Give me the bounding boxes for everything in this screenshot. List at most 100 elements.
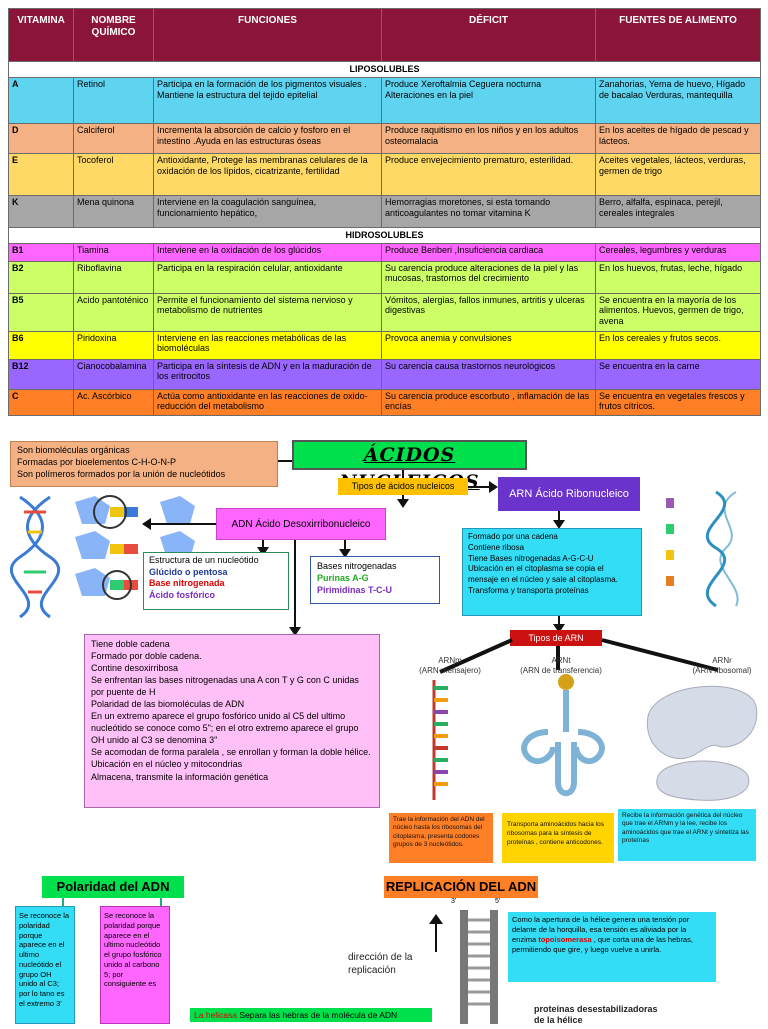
table-row: C Ac. Ascórbico Actúa como antioxidante …	[8, 388, 761, 416]
cell-deficit: Produce Beriberi ,Insuficiencia cardiaca	[381, 242, 596, 262]
arnr-image	[646, 685, 758, 801]
cell-function: Interviene en la oxidación de los glúcid…	[153, 242, 382, 262]
cell-name: Piridoxina	[73, 330, 154, 360]
nucleotide-title: Estructura de un nucleótido	[149, 555, 259, 565]
adn-desc-line: Polaridad de las biomoléculas de ADN	[91, 699, 245, 710]
cell-vitamin: D	[8, 122, 74, 154]
replication-direction: dirección de la replicación	[348, 952, 413, 976]
cell-sources: En los huevos, frutas, leche, hígado	[595, 260, 761, 294]
arn-desc-line: Contiene ribosa	[468, 542, 525, 552]
cell-name: Acido pantoténico	[73, 292, 154, 332]
cell-name: Cianocobalamina	[73, 358, 154, 390]
adn-desc-line: Almacena, transmite la información genét…	[91, 771, 269, 782]
cell-sources: Aceites vegetales, lácteos, verduras, ge…	[595, 152, 761, 196]
cell-sources: Berro, alfalfa, espinaca, perejil, cerea…	[595, 194, 761, 228]
bases-box: Bases nitrogenadas Purinas A-G Pirimidin…	[310, 556, 440, 604]
cell-function: Participa en la síntesis de ADN y en la …	[153, 358, 382, 390]
topo-text: Como la apertura de la hélice genera una…	[512, 915, 690, 945]
arn-desc-line: Ubicación en el citoplasma se copia el m…	[468, 564, 618, 585]
cell-deficit: Produce Xeroftalmia Ceguera nocturna Alt…	[381, 76, 596, 124]
replication-strands	[456, 904, 504, 1024]
table-row: E Tocoferol Antioxidante, Protege las me…	[8, 152, 761, 196]
vitamin-table: VITAMINA NOMBRE QUÍMICO FUNCIONES DÉFICI…	[8, 8, 761, 416]
cell-sources: En los cereales y frutos secos.	[595, 330, 761, 360]
cell-deficit: Su carencia produce escorbuto , inflamac…	[381, 388, 596, 416]
cell-deficit: Produce envejecimiento prematuro, esteri…	[381, 152, 596, 196]
helicase-word: La helicasa	[194, 1010, 238, 1020]
table-row: B6 Piridoxina Interviene en las reaccion…	[8, 330, 761, 360]
strand-5-label: 5'	[495, 898, 501, 905]
cell-name: Tiamina	[73, 242, 154, 262]
cell-deficit: Su carencia produce alteraciones de la p…	[381, 260, 596, 294]
cell-deficit: Su carencia causa trastornos neurológico…	[381, 358, 596, 390]
table-row: B1 Tiamina Interviene en la oxidación de…	[8, 242, 761, 262]
replication-direction-arrow	[426, 914, 446, 954]
section-liposolubles: LIPOSOLUBLES	[8, 61, 761, 78]
table-header-row: VITAMINA NOMBRE QUÍMICO FUNCIONES DÉFICI…	[8, 8, 761, 62]
cell-function: Interviene en las reacciones metabólicas…	[153, 330, 382, 360]
arnt-sub: (ARN de transferencia)	[520, 665, 602, 675]
arn-desc-line: Tiene Bases nitrogenadas A-G-C-U	[468, 553, 594, 563]
cell-function: Incrementa la absorción de calcio y fosf…	[153, 122, 382, 154]
arn-desc-line: Transforma y transporta proteínas	[468, 585, 589, 595]
cell-vitamin: B1	[8, 242, 74, 262]
cell-function: Antioxidante, Protege las membranas celu…	[153, 152, 382, 196]
bases-title: Bases nitrogenadas	[317, 561, 397, 571]
cell-deficit: Hemorragias moretones, si esta tomando a…	[381, 194, 596, 228]
adn-description: Tiene doble cadena Formado por doble cad…	[84, 634, 380, 808]
table-row: B5 Acido pantoténico Permite el funciona…	[8, 292, 761, 332]
cell-vitamin: B12	[8, 358, 74, 390]
arnm-label: ARNm (ARN mensajero)	[410, 656, 490, 675]
cell-deficit: Provoca anemia y convulsiones	[381, 330, 596, 360]
cell-sources: Zanahorias, Yema de huevo, Hígado de bac…	[595, 76, 761, 124]
header-nombre: NOMBRE QUÍMICO	[73, 8, 154, 62]
arnt-name: ARNt	[551, 656, 571, 665]
table-row: B2 Riboflavina Participa en la respiraci…	[8, 260, 761, 294]
cell-vitamin: B2	[8, 260, 74, 294]
cell-vitamin: B6	[8, 330, 74, 360]
nucleotide-box: Estructura de un nucleótido Glúcido o pe…	[143, 552, 289, 610]
header-fuentes: FUENTES DE ALIMENTO	[595, 8, 761, 62]
cell-function: Interviene en la coagulación sanguínea, …	[153, 194, 382, 228]
nucleotide-item: Ácido fosfórico	[149, 590, 216, 601]
polarity-left: Se reconoce la polaridad porque aparece …	[15, 906, 75, 1024]
nucleotide-item: Glúcido o pentosa	[149, 566, 228, 577]
header-funciones: FUNCIONES	[153, 8, 382, 62]
polarity-right: Se reconoce la polaridad porque aparece …	[100, 906, 170, 1024]
helicase-text: Separa las hebras de la molécula de ADN	[237, 1010, 398, 1020]
replication-title: REPLICACIÓN DEL ADN	[384, 876, 538, 898]
arnt-image	[521, 674, 605, 797]
cell-function: Actúa como antioxidante en las reaccione…	[153, 388, 382, 416]
nucleic-title: ÁCIDOS NUCLEICOS	[292, 440, 527, 493]
cell-sources: Se encuentra en la carne	[595, 358, 761, 390]
section-hidrosolubles: HIDROSOLUBLES	[8, 226, 761, 244]
topoisomerase-box: Como la apertura de la hélice genera una…	[508, 912, 716, 982]
cell-name: Tocoferol	[73, 152, 154, 196]
arn-title: ARN Ácido Ribonucleico	[498, 477, 640, 511]
arnr-sub: (ARN ribosomal)	[692, 665, 752, 675]
cell-vitamin: B5	[8, 292, 74, 332]
strand-3-label: 3'	[451, 898, 457, 905]
nucleotide-item: Base nitrogenada	[149, 578, 225, 589]
types-label: Tipos de ácidos nucleicos	[338, 478, 468, 495]
proteins-line: de la hélice	[534, 1014, 583, 1025]
table-row: K Mena quinona Interviene en la coagulac…	[8, 194, 761, 228]
cell-deficit: Produce raquitismo en los niños y en los…	[381, 122, 596, 154]
topo-text-end: , que corta una de las hebras, permitien…	[512, 935, 693, 955]
cell-vitamin: C	[8, 388, 74, 416]
arn-types-label: Tipos de ARN	[510, 630, 602, 646]
arn-description: Formado por una cadena Contiene ribosa T…	[462, 528, 642, 616]
cell-sources: Se encuentra en vegetales frescos y frut…	[595, 388, 761, 416]
cell-vitamin: E	[8, 152, 74, 196]
cell-name: Retinol	[73, 76, 154, 124]
adn-desc-line: Se acomodan de forma paralela , se enrol…	[91, 747, 371, 758]
proteins-line: proteínas desestabilizadoras	[534, 1004, 658, 1014]
arnm-name: ARNm	[438, 656, 462, 665]
cell-sources: Cereales, legumbres y verduras	[595, 242, 761, 262]
helicase-box: La helicasa Separa las hebras de la molé…	[190, 1008, 432, 1022]
arnm-image	[432, 680, 448, 800]
adn-desc-line: En un extremo aparece el grupo fosfórico…	[91, 711, 359, 746]
purinas: Purinas A-G	[317, 573, 369, 584]
proteins-label: proteínas desestabilizadoras de la hélic…	[534, 1004, 734, 1026]
cell-vitamin: K	[8, 194, 74, 228]
